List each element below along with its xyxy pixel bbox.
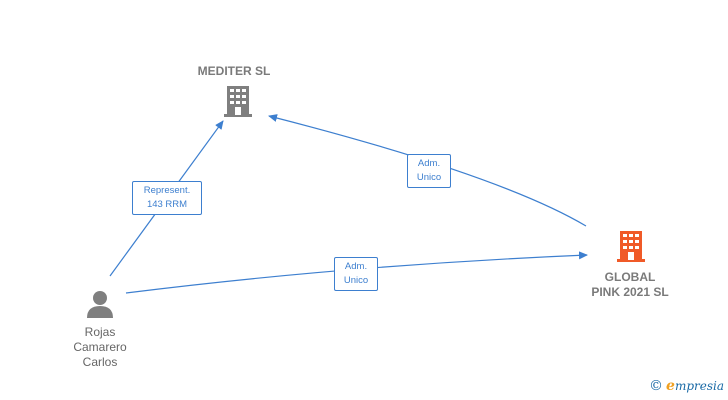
edge-label-line: Adm. <box>344 261 368 272</box>
empresia-watermark: ©empresia <box>649 378 724 394</box>
edge-label-adm-bottom[interactable]: Adm. Unico <box>334 257 378 291</box>
brand-initial: e <box>666 378 675 394</box>
person-name-line-3: Carlos <box>82 355 118 369</box>
edge-label-line: Adm. <box>417 158 441 169</box>
edge-label-line: Represent. <box>143 185 191 196</box>
copyright-icon: © <box>649 378 664 394</box>
edge-adm-top <box>268 114 587 227</box>
edge-label-represent[interactable]: Represent. 143 RRM <box>132 181 202 215</box>
edge-label-line: Unico <box>416 172 442 183</box>
person-name-line-2: Camarero <box>73 340 127 354</box>
brand-name: mpresia <box>674 379 724 393</box>
person-name-line-1: Rojas <box>84 325 116 339</box>
edge-label-line: Unico <box>343 275 369 286</box>
person-label-rojas[interactable]: Rojas Camarero Carlos <box>60 325 140 370</box>
company-label-mediter[interactable]: MEDITER SL <box>197 64 271 78</box>
person-icon <box>87 291 113 318</box>
edge-label-adm-top[interactable]: Adm. Unico <box>407 154 451 188</box>
company-label-global-pink[interactable]: GLOBAL PINK 2021 SL <box>591 270 669 299</box>
edge-label-line: 143 RRM <box>146 199 188 210</box>
building-icon <box>224 86 252 117</box>
building-icon <box>617 231 645 262</box>
